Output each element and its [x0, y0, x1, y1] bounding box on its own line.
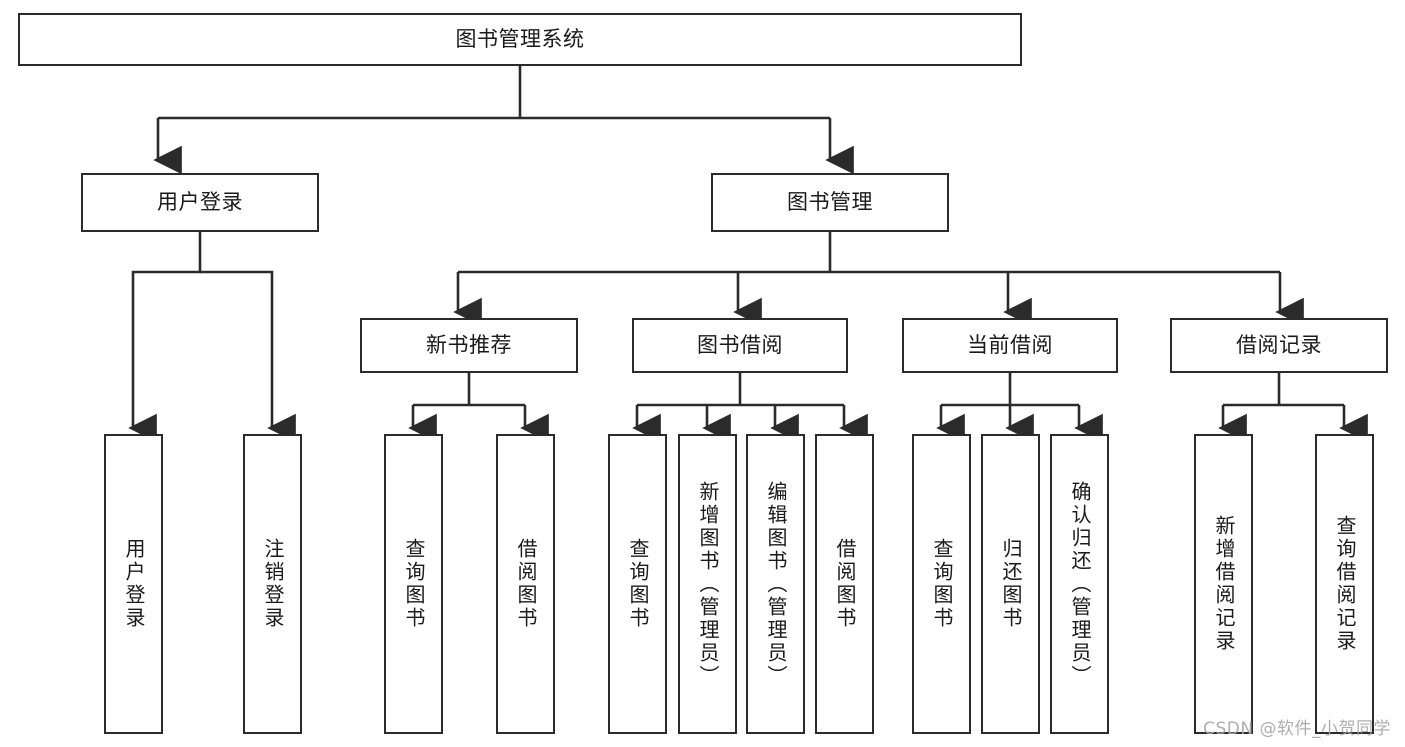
node-borrowing-record-label: 借阅记录 — [1236, 332, 1322, 357]
node-user-login-label: 用户登录 — [157, 189, 243, 214]
node-user-login[interactable]: 用户登录 — [81, 173, 319, 232]
node-leaf-confirm-return-label: 确认归还（管理员） — [1068, 480, 1092, 688]
node-root-label: 图书管理系统 — [455, 26, 585, 51]
node-leaf-query-book-2[interactable]: 查询图书 — [608, 434, 667, 734]
node-root[interactable]: 图书管理系统 — [18, 13, 1022, 66]
node-leaf-query-book-1-label: 查询图书 — [402, 538, 426, 630]
node-leaf-add-record-label: 新增借阅记录 — [1212, 515, 1236, 653]
node-leaf-borrow-book-2-label: 借阅图书 — [833, 538, 857, 630]
node-book-borrowing[interactable]: 图书借阅 — [632, 318, 848, 373]
node-current-borrowing[interactable]: 当前借阅 — [902, 318, 1118, 373]
node-leaf-return-book[interactable]: 归还图书 — [981, 434, 1040, 734]
node-leaf-query-record-label: 查询借阅记录 — [1333, 515, 1357, 653]
node-leaf-query-record[interactable]: 查询借阅记录 — [1315, 434, 1374, 734]
node-leaf-user-login-label: 用户登录 — [122, 538, 146, 630]
node-leaf-logout[interactable]: 注销登录 — [243, 434, 302, 734]
node-leaf-add-record[interactable]: 新增借阅记录 — [1194, 434, 1253, 734]
node-leaf-return-book-label: 归还图书 — [999, 538, 1023, 630]
node-leaf-borrow-book-1-label: 借阅图书 — [514, 538, 538, 630]
node-leaf-query-book-1[interactable]: 查询图书 — [384, 434, 443, 734]
node-leaf-borrow-book-2[interactable]: 借阅图书 — [815, 434, 874, 734]
node-book-management[interactable]: 图书管理 — [711, 173, 949, 232]
node-new-book-recommendation[interactable]: 新书推荐 — [360, 318, 578, 373]
node-borrowing-record[interactable]: 借阅记录 — [1170, 318, 1388, 373]
node-leaf-query-book-2-label: 查询图书 — [626, 538, 650, 630]
node-leaf-user-login[interactable]: 用户登录 — [104, 434, 163, 734]
node-leaf-confirm-return[interactable]: 确认归还（管理员） — [1050, 434, 1109, 734]
node-current-borrowing-label: 当前借阅 — [967, 332, 1053, 357]
node-book-management-label: 图书管理 — [787, 189, 873, 214]
node-leaf-query-book-3[interactable]: 查询图书 — [912, 434, 971, 734]
node-new-book-recommendation-label: 新书推荐 — [426, 332, 512, 357]
node-leaf-edit-book-label: 编辑图书（管理员） — [764, 480, 788, 688]
node-leaf-add-book[interactable]: 新增图书（管理员） — [678, 434, 737, 734]
node-leaf-edit-book[interactable]: 编辑图书（管理员） — [746, 434, 805, 734]
node-book-borrowing-label: 图书借阅 — [697, 332, 783, 357]
node-leaf-query-book-3-label: 查询图书 — [930, 538, 954, 630]
csdn-watermark: CSDN @软件_小贺同学 — [1203, 719, 1391, 739]
node-leaf-borrow-book-1[interactable]: 借阅图书 — [496, 434, 555, 734]
node-leaf-logout-label: 注销登录 — [261, 538, 285, 630]
node-leaf-add-book-label: 新增图书（管理员） — [696, 480, 720, 688]
